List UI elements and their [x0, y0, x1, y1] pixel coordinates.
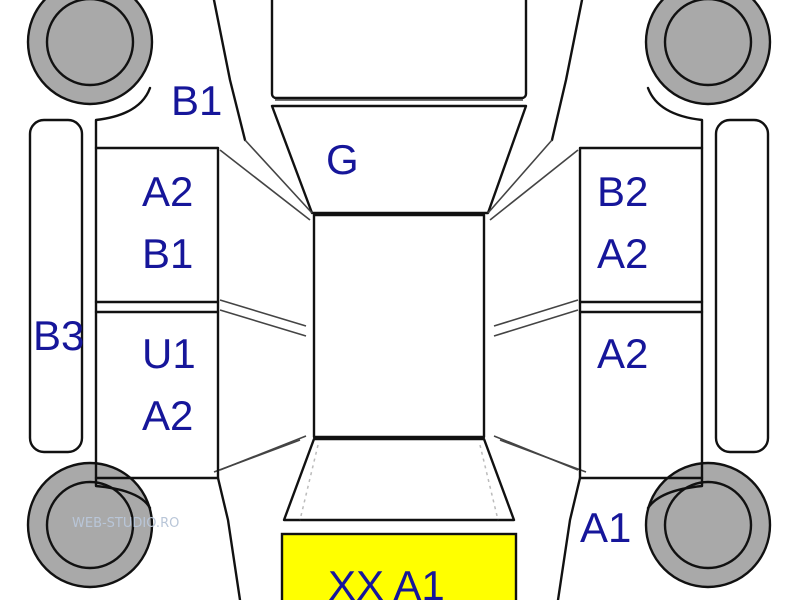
left-rear-door-label-2: A2 — [142, 392, 193, 439]
rear-right-label: A1 — [580, 504, 631, 551]
rear-panel-label: XX A1 — [328, 562, 445, 600]
right-front-door-label-1: B2 — [597, 168, 648, 215]
front-left-fender-label: B1 — [171, 77, 222, 124]
left-front-door-label-1: A2 — [142, 168, 193, 215]
rear-window — [282, 437, 516, 522]
left-front-door-label-2: B1 — [142, 230, 193, 277]
left-sill — [28, 118, 84, 454]
right-doors — [578, 146, 704, 480]
front-right-wheel — [644, 0, 772, 106]
rear-left-wheel — [26, 461, 154, 589]
hood — [270, 0, 528, 101]
right-rear-door-label-1: A2 — [597, 330, 648, 377]
left-doors — [94, 146, 220, 480]
rear-panel-highlight — [280, 532, 518, 600]
front-left-wheel — [26, 0, 154, 106]
left-sill-label: B3 — [33, 312, 84, 359]
windshield — [270, 104, 528, 215]
right-front-door-label-2: A2 — [597, 230, 648, 277]
watermark: WEB-STUDIO.RO — [72, 516, 179, 531]
rear-right-wheel — [644, 461, 772, 589]
roof — [219, 139, 579, 471]
right-sill — [714, 118, 770, 454]
roof-label: G — [326, 136, 359, 183]
left-rear-door-label-1: U1 — [142, 330, 196, 377]
